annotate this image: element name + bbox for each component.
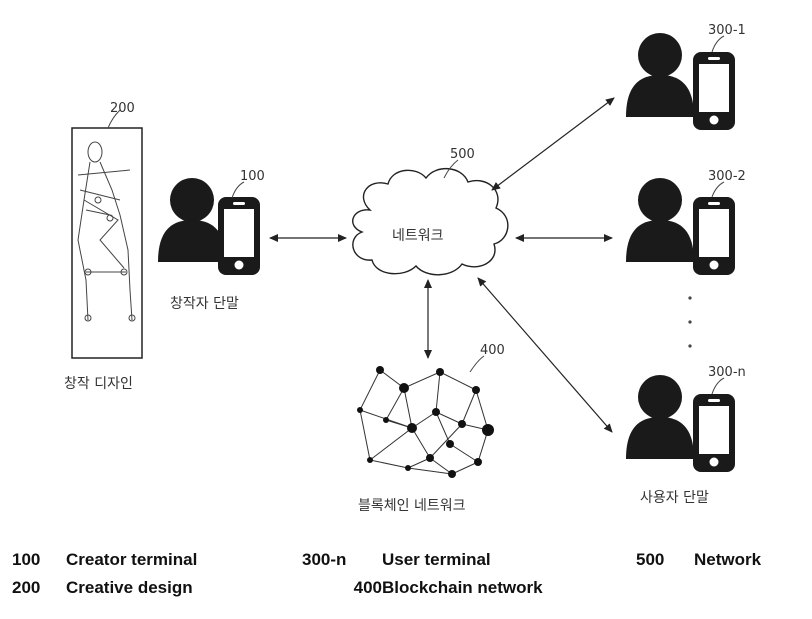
usern-phone-icon [693, 394, 735, 472]
user-terminal-1: 300-1 [626, 23, 746, 130]
network-cloud: 500 네트워크 [353, 147, 508, 275]
creative-design: 200 창작 디자인 [64, 101, 142, 392]
legend-code: 300-n [302, 550, 382, 570]
legend-code: 400 [302, 578, 382, 598]
user2-ref: 300-2 [708, 169, 746, 184]
user-terminal-n: 300-n 사용자 단말 [626, 365, 746, 506]
legend-code: 100 [12, 550, 66, 570]
ellipsis-dots [688, 296, 691, 347]
legend-item-network: 500Network [636, 550, 761, 570]
legend-desc: Blockchain network [382, 578, 543, 598]
legend-code: 200 [12, 578, 66, 598]
legend-item-creator: 100Creator terminal [12, 550, 197, 570]
legend-desc: User terminal [382, 550, 491, 570]
blockchain-mesh-icon [360, 370, 488, 474]
legend-desc: Creative design [66, 578, 193, 598]
creator-terminal: 100 창작자 단말 [158, 169, 265, 312]
network-label: 네트워크 [392, 228, 444, 244]
user2-person-icon [626, 178, 694, 262]
usern-ref: 300-n [708, 365, 746, 380]
legend-code: 500 [636, 550, 694, 570]
user2-phone-icon [693, 197, 735, 275]
blockchain-ref: 400 [480, 343, 505, 358]
blockchain-label: 블록체인 네트워크 [358, 498, 466, 514]
user-terminal-label: 사용자 단말 [640, 490, 709, 506]
user1-person-icon [626, 33, 694, 117]
user1-ref: 300-1 [708, 23, 746, 38]
creator-terminal-label: 창작자 단말 [170, 296, 239, 312]
cloud-icon [353, 169, 508, 275]
usern-person-icon [626, 375, 694, 459]
creative-design-ref: 200 [110, 101, 135, 116]
legend-desc: Creator terminal [66, 550, 197, 570]
user1-phone-icon [693, 52, 735, 130]
legend-item-user: 300-nUser terminal [302, 550, 491, 570]
creator-terminal-ref: 100 [240, 169, 265, 184]
creator-person-icon [158, 178, 226, 262]
network-ref: 500 [450, 147, 475, 162]
legend-desc: Network [694, 550, 761, 570]
legend-item-design: 200Creative design [12, 578, 193, 598]
user-terminal-2: 300-2 [626, 169, 746, 275]
creative-design-label: 창작 디자인 [64, 376, 133, 392]
creator-phone-icon [218, 197, 260, 275]
legend-item-blockchain: 400Blockchain network [302, 578, 543, 598]
arrow-network-user1 [492, 98, 614, 190]
blockchain-network: 400 블록체인 네트워크 [357, 343, 505, 514]
